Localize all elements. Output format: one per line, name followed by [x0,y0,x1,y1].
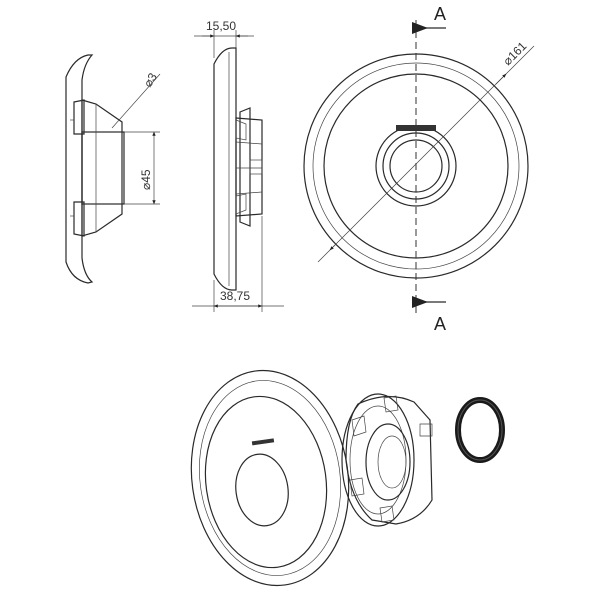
section-view: ⌀45 ⌀3 [65,54,161,284]
iso-housing-bore [365,423,411,501]
section-cover-profile [65,54,94,284]
side-flange [213,47,237,291]
iso-housing [345,395,433,525]
iso-cover-hole [235,453,289,527]
front-view: A A ⌀161 [303,4,535,334]
outer-diameter-label: ⌀161 [500,39,529,68]
iso-housing-flange [341,393,415,527]
bore-diameter-label: ⌀45 [139,169,153,190]
overall-depth-label: 38,75 [220,289,250,303]
section-mark-top: A [434,4,446,24]
section-bore [81,131,125,205]
side-hub [235,117,263,217]
side-hub-collar [239,107,251,227]
iso-cover-face [204,395,328,569]
hole-diameter-label: ⌀3 [141,70,160,89]
exploded-view [190,369,505,587]
front-logo-plate [396,125,436,131]
section-body [81,99,123,237]
side-view: 15,50 38,75 [192,19,284,312]
flange-thickness-label: 15,50 [206,19,236,33]
section-mark-bottom: A [434,314,446,334]
section-lip-bottom [73,201,85,237]
section-lip-top [73,99,85,135]
